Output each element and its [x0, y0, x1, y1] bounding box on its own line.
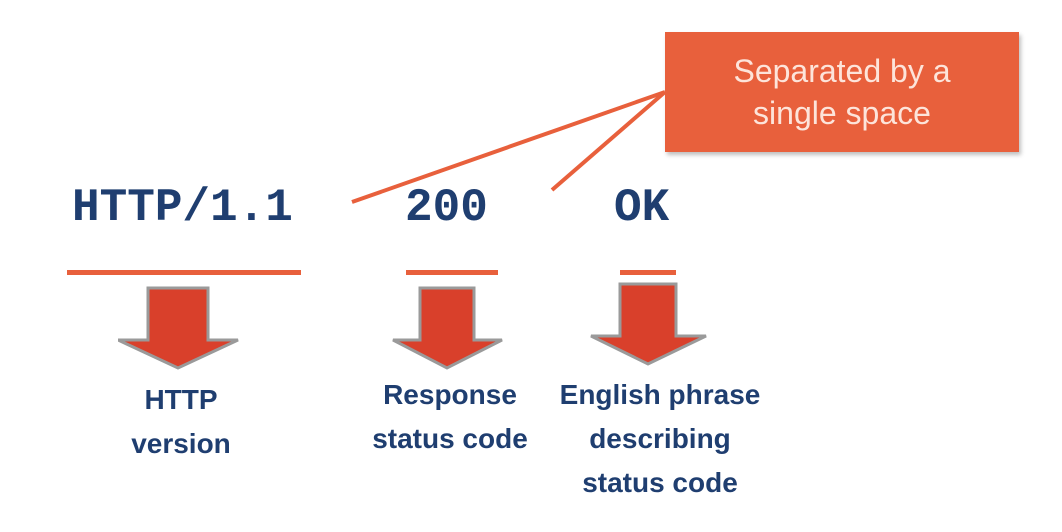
reason-phrase-label-line-1: English phrase [559, 379, 761, 410]
leader-line-left [351, 90, 666, 204]
status-code-label-line-1: Response [383, 379, 517, 410]
callout-line-2: single space [753, 95, 931, 131]
leader-line-right [550, 90, 667, 192]
http-version-label-line-1: HTTP [144, 384, 218, 415]
status-code-underline [406, 270, 498, 275]
http-version-label-line-2: version [131, 428, 231, 459]
status-code-text: 200 [405, 182, 488, 234]
down-arrow-icon [118, 286, 239, 370]
status-code-label: Response status code [355, 373, 545, 461]
down-arrow-icon [392, 286, 503, 370]
callout-box: Separated by a single space [665, 32, 1019, 152]
reason-phrase-label: English phrase describing status code [540, 373, 780, 505]
reason-phrase-label-line-2: describing [589, 423, 731, 454]
reason-phrase-underline [620, 270, 676, 275]
http-version-underline [67, 270, 301, 275]
http-version-label: HTTP version [96, 378, 266, 466]
http-version-text: HTTP/1.1 [72, 182, 293, 234]
callout-line-1: Separated by a [733, 53, 951, 89]
down-arrow-icon [590, 282, 707, 366]
status-code-label-line-2: status code [372, 423, 528, 454]
reason-phrase-label-line-3: status code [582, 467, 738, 498]
reason-phrase-text: OK [614, 182, 670, 234]
